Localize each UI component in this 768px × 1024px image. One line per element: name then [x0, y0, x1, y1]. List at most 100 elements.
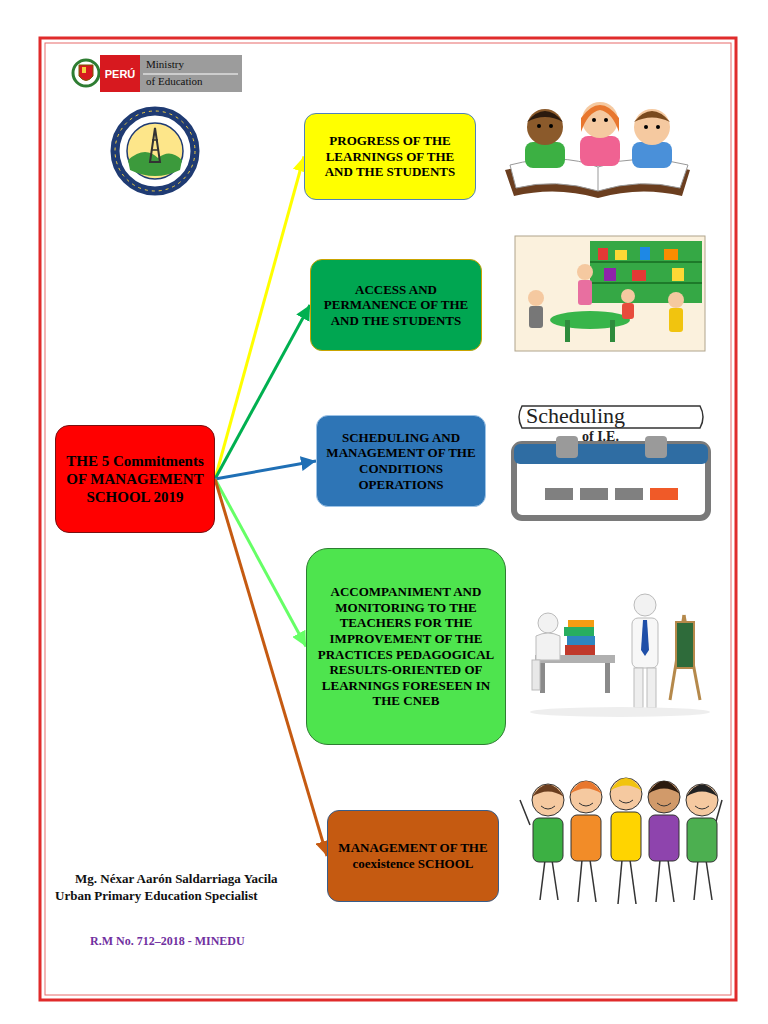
classroom-illustration-part — [590, 282, 702, 284]
kids-reading-illustration-part — [580, 136, 620, 166]
classroom-illustration-part — [668, 292, 684, 308]
teachers-illustration-part — [632, 618, 658, 668]
calendar-illustration-part — [556, 436, 578, 458]
kids-group-illustration-part-part — [552, 860, 558, 900]
kids-reading-illustration-part — [632, 142, 672, 168]
calendar-illustration-part — [514, 444, 708, 464]
kids-group-illustration-part — [571, 815, 601, 861]
kids-group-illustration-part — [610, 778, 642, 791]
classroom-illustration-part — [615, 250, 627, 260]
page-frame — [40, 38, 736, 1000]
logo-text: of Education — [146, 75, 203, 87]
teachers-illustration-part — [532, 660, 540, 690]
kids-reading-illustration-part — [634, 111, 670, 122]
ministry-logo-part — [100, 55, 140, 92]
kids-reading-illustration-part — [527, 109, 563, 145]
kids-group-illustration-part — [649, 815, 679, 861]
classroom-illustration-part — [590, 261, 702, 263]
kids-group-illustration-part — [570, 781, 602, 794]
kids-group-illustration-part-part — [668, 860, 674, 902]
commitment-box: MANAGEMENT OF THE coexistence SCHOOL — [327, 810, 499, 902]
teachers-illustration-part — [634, 668, 643, 708]
kids-group-illustration-part-part — [630, 860, 636, 904]
central-box: THE 5 Commitments OF MANAGEMENT SCHOOL 2… — [55, 425, 215, 533]
kids-group-illustration-part — [611, 812, 641, 861]
classroom-illustration-part — [669, 308, 683, 332]
connector-arrow — [215, 479, 306, 647]
ministry-logo-part — [82, 67, 86, 73]
classroom-illustration — [515, 236, 705, 351]
teachers-illustration-part — [641, 620, 649, 656]
kids-group-illustration-part — [570, 781, 602, 813]
classroom-illustration-part — [640, 247, 650, 260]
kids-group-illustration-part-part — [694, 860, 698, 900]
teachers-illustration-part — [565, 645, 595, 655]
teachers-illustration-part — [676, 622, 694, 668]
kids-reading-illustration-part — [549, 124, 553, 128]
teachers-illustration-part — [564, 627, 594, 636]
school-seal-part — [115, 111, 195, 191]
calendar-illustration-part — [545, 488, 573, 500]
kids-group-illustration-part — [532, 785, 564, 798]
classroom-illustration-part — [528, 290, 544, 306]
kids-group-illustration-part-part — [520, 800, 530, 825]
kids-group-illustration-part — [648, 781, 680, 813]
commitment-box: ACCOMPANIMENT AND MONITORING TO THE TEAC… — [306, 548, 506, 745]
kids-group-illustration-part — [648, 781, 680, 794]
resolution-note: R.M No. 712–2018 - MINEDU — [90, 934, 245, 949]
classroom-illustration-part — [621, 289, 635, 303]
school-seal-part — [152, 139, 158, 141]
box-text: SCHEDULING AND MANAGEMENT OF THE CONDITI… — [323, 430, 479, 492]
classroom-illustration-part — [604, 268, 616, 281]
teachers-illustration-part — [568, 620, 594, 627]
commitment-box: SCHEDULING AND MANAGEMENT OF THE CONDITI… — [316, 415, 486, 507]
calendar-illustration-part — [514, 444, 708, 518]
teachers-illustration-part — [536, 633, 560, 660]
kids-group-illustration-part-part — [578, 860, 582, 902]
kids-group-illustration-part-part — [706, 860, 712, 900]
kids-group-illustration-part — [541, 806, 555, 809]
school-seal-part — [151, 149, 159, 151]
kids-reading-illustration-part — [582, 102, 618, 138]
box-text: ACCESS AND PERMANENCE OF THE AND THE STU… — [317, 282, 475, 329]
kids-group-illustration-part — [657, 803, 671, 806]
kids-group-illustration-part — [686, 785, 718, 798]
calendar-illustration-part — [615, 488, 643, 500]
kids-reading-illustration-part — [604, 118, 608, 122]
kids-reading-illustration — [505, 102, 690, 198]
classroom-illustration-part — [632, 270, 646, 281]
kids-group-illustration-part — [687, 818, 717, 862]
school-seal-part — [127, 123, 183, 179]
school-seal-part — [128, 152, 182, 176]
kids-reading-illustration-part — [537, 124, 541, 128]
kids-group-illustration-part — [695, 806, 709, 809]
illustration-caption: of I.E. — [582, 429, 619, 445]
kids-group-illustration-part-part — [590, 860, 596, 902]
kids-reading-illustration-part — [592, 118, 596, 122]
commitment-box: PROGRESS OF THE LEARNINGS OF THE AND THE… — [304, 113, 476, 200]
classroom-illustration-part — [598, 248, 608, 260]
school-seal-part — [115, 111, 195, 191]
kids-group-illustration-part-part — [656, 860, 660, 902]
author-role: Urban Primary Education Specialist — [55, 888, 258, 904]
ministry-logo-part — [140, 55, 242, 92]
calendar-illustration-part — [650, 488, 678, 500]
teachers-illustration-part — [538, 613, 558, 633]
teachers-illustration-part — [530, 707, 710, 717]
classroom-illustration-part — [577, 264, 593, 280]
connector-arrow — [215, 461, 316, 479]
page-frame-part — [45, 43, 731, 995]
kids-group-illustration — [520, 778, 722, 904]
classroom-illustration-part — [672, 268, 684, 281]
kids-reading-illustration-part — [581, 105, 619, 132]
classroom-illustration-part — [550, 311, 630, 329]
kids-group-illustration-part — [686, 784, 718, 816]
teachers-illustration-part — [647, 668, 656, 708]
teachers-illustration-part — [634, 594, 656, 616]
illustration-caption: Scheduling — [526, 403, 625, 429]
calendar-illustration-part — [580, 488, 608, 500]
classroom-illustration-part — [622, 303, 634, 319]
kids-group-illustration-part — [610, 778, 642, 810]
